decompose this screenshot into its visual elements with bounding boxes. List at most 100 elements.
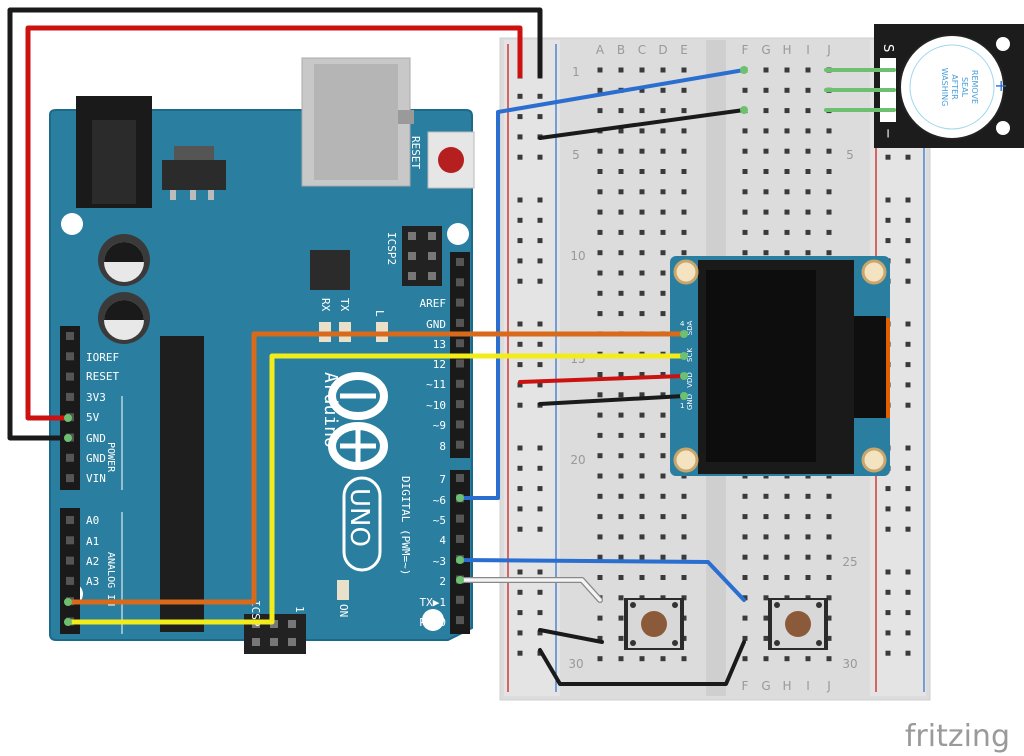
rail-hole — [537, 321, 543, 327]
digital-pin-label: GND — [426, 318, 446, 331]
breadboard-hole — [597, 148, 603, 154]
breadboard-hole — [742, 635, 748, 641]
breadboard-hole — [681, 189, 687, 195]
breadboard-hole — [763, 514, 769, 520]
header-pin — [456, 298, 464, 307]
breadboard-hole — [660, 250, 666, 256]
power-header — [60, 326, 80, 490]
oled-pin-label-vdd: VDD — [686, 372, 694, 388]
breadboard-hole — [681, 656, 687, 662]
rail-hole — [517, 217, 523, 223]
breadboard-hole — [597, 108, 603, 114]
rail-hole — [905, 445, 911, 451]
mounting-hole — [673, 447, 699, 473]
breadboard-hole — [826, 575, 832, 580]
buzzer-label-line-2: SEAL — [960, 77, 969, 98]
breadboard-hole — [805, 575, 811, 580]
row-number-30: 30 — [568, 657, 583, 671]
breadboard-hole — [597, 392, 603, 398]
breadboard-hole — [763, 575, 769, 580]
rail-hole — [537, 610, 543, 616]
breadboard-hole — [784, 250, 790, 256]
header-pin — [456, 420, 464, 429]
breadboard-hole — [660, 392, 666, 398]
row-number-30-right: 30 — [842, 657, 857, 671]
rail-hole — [905, 526, 911, 532]
breadboard-hole — [660, 514, 666, 520]
breadboard-hole — [597, 169, 603, 174]
push-button-right[interactable] — [768, 598, 828, 650]
rail-hole — [537, 278, 543, 284]
breadboard-hole — [763, 87, 769, 93]
header-pin — [66, 332, 74, 340]
icsp-pin1-label: 1 — [293, 606, 306, 613]
breadboard-hole — [618, 372, 624, 377]
rail-hole — [885, 610, 891, 616]
breadboard-hole — [805, 108, 811, 114]
rail-hole — [537, 154, 543, 160]
breadboard-hole — [597, 412, 603, 418]
breadboard-hole — [597, 189, 603, 195]
digital-pin-label: ~9 — [433, 419, 446, 432]
breadboard-hole — [639, 575, 645, 580]
digital-pin-label: 12 — [433, 358, 446, 371]
digital-pin-label: 4 — [439, 534, 446, 547]
wire-yellow-a4-to-oled-sck — [65, 353, 687, 625]
rail-hole — [517, 486, 523, 492]
buzzer-label-line-1: REMOVE — [970, 70, 979, 104]
rail-hole — [905, 238, 911, 244]
breadboard-hole — [660, 169, 666, 174]
rail-hole — [537, 382, 543, 388]
breadboard-hole — [784, 189, 790, 195]
push-button-left[interactable] — [624, 598, 684, 650]
header-pin — [456, 440, 464, 449]
breadboard-hole — [618, 656, 624, 662]
col-letter-G: G — [761, 43, 770, 57]
row-number-1: 1 — [572, 65, 580, 79]
breadboard-hole — [639, 412, 645, 418]
breadboard-hole — [784, 554, 790, 560]
breadboard-hole — [742, 189, 748, 195]
breadboard-hole — [681, 67, 687, 73]
rail-hole — [905, 278, 911, 284]
rail-hole — [885, 486, 891, 492]
rail-hole — [885, 238, 891, 244]
row-number-5-right: 5 — [846, 148, 854, 162]
rail-hole — [517, 93, 523, 99]
breadboard-hole — [618, 493, 624, 499]
breadboard-hole — [826, 169, 832, 174]
breadboard-hole — [660, 432, 666, 438]
rail-hole — [905, 630, 911, 636]
breadboard-hole — [784, 595, 790, 601]
microcontroller-chip — [160, 336, 204, 632]
breadboard-hole — [660, 656, 666, 662]
breadboard-hole — [681, 534, 687, 540]
breadboard-hole — [784, 575, 790, 580]
breadboard-hole — [660, 493, 666, 499]
arduino-uno-board: RESET ICSP2 TX RX L Arduino UNO — [49, 57, 475, 654]
breadboard-hole — [805, 250, 811, 256]
breadboard-hole — [742, 575, 748, 580]
breadboard-hole — [660, 128, 666, 134]
breadboard-hole — [763, 656, 769, 662]
breadboard-hole — [597, 554, 603, 560]
header-pin — [456, 339, 464, 348]
wire-black-rail-to-right-button — [538, 640, 746, 686]
digital-header-bottom — [450, 470, 470, 634]
breadboard-hole — [597, 615, 603, 621]
breadboard-hole — [826, 128, 832, 134]
header-pin — [456, 359, 464, 368]
breadboard-hole — [618, 311, 624, 317]
breadboard-hole — [805, 169, 811, 174]
breadboard-hole — [742, 514, 748, 520]
mounting-hole — [422, 609, 444, 631]
breadboard-hole — [763, 209, 769, 215]
breadboard-hole — [742, 493, 748, 499]
rail-hole — [517, 630, 523, 636]
rail-hole — [537, 526, 543, 532]
reset-button[interactable] — [427, 131, 475, 189]
header-pin — [66, 516, 74, 524]
breadboard-hole — [639, 229, 645, 235]
breadboard-hole — [805, 554, 811, 560]
rail-hole — [905, 465, 911, 471]
